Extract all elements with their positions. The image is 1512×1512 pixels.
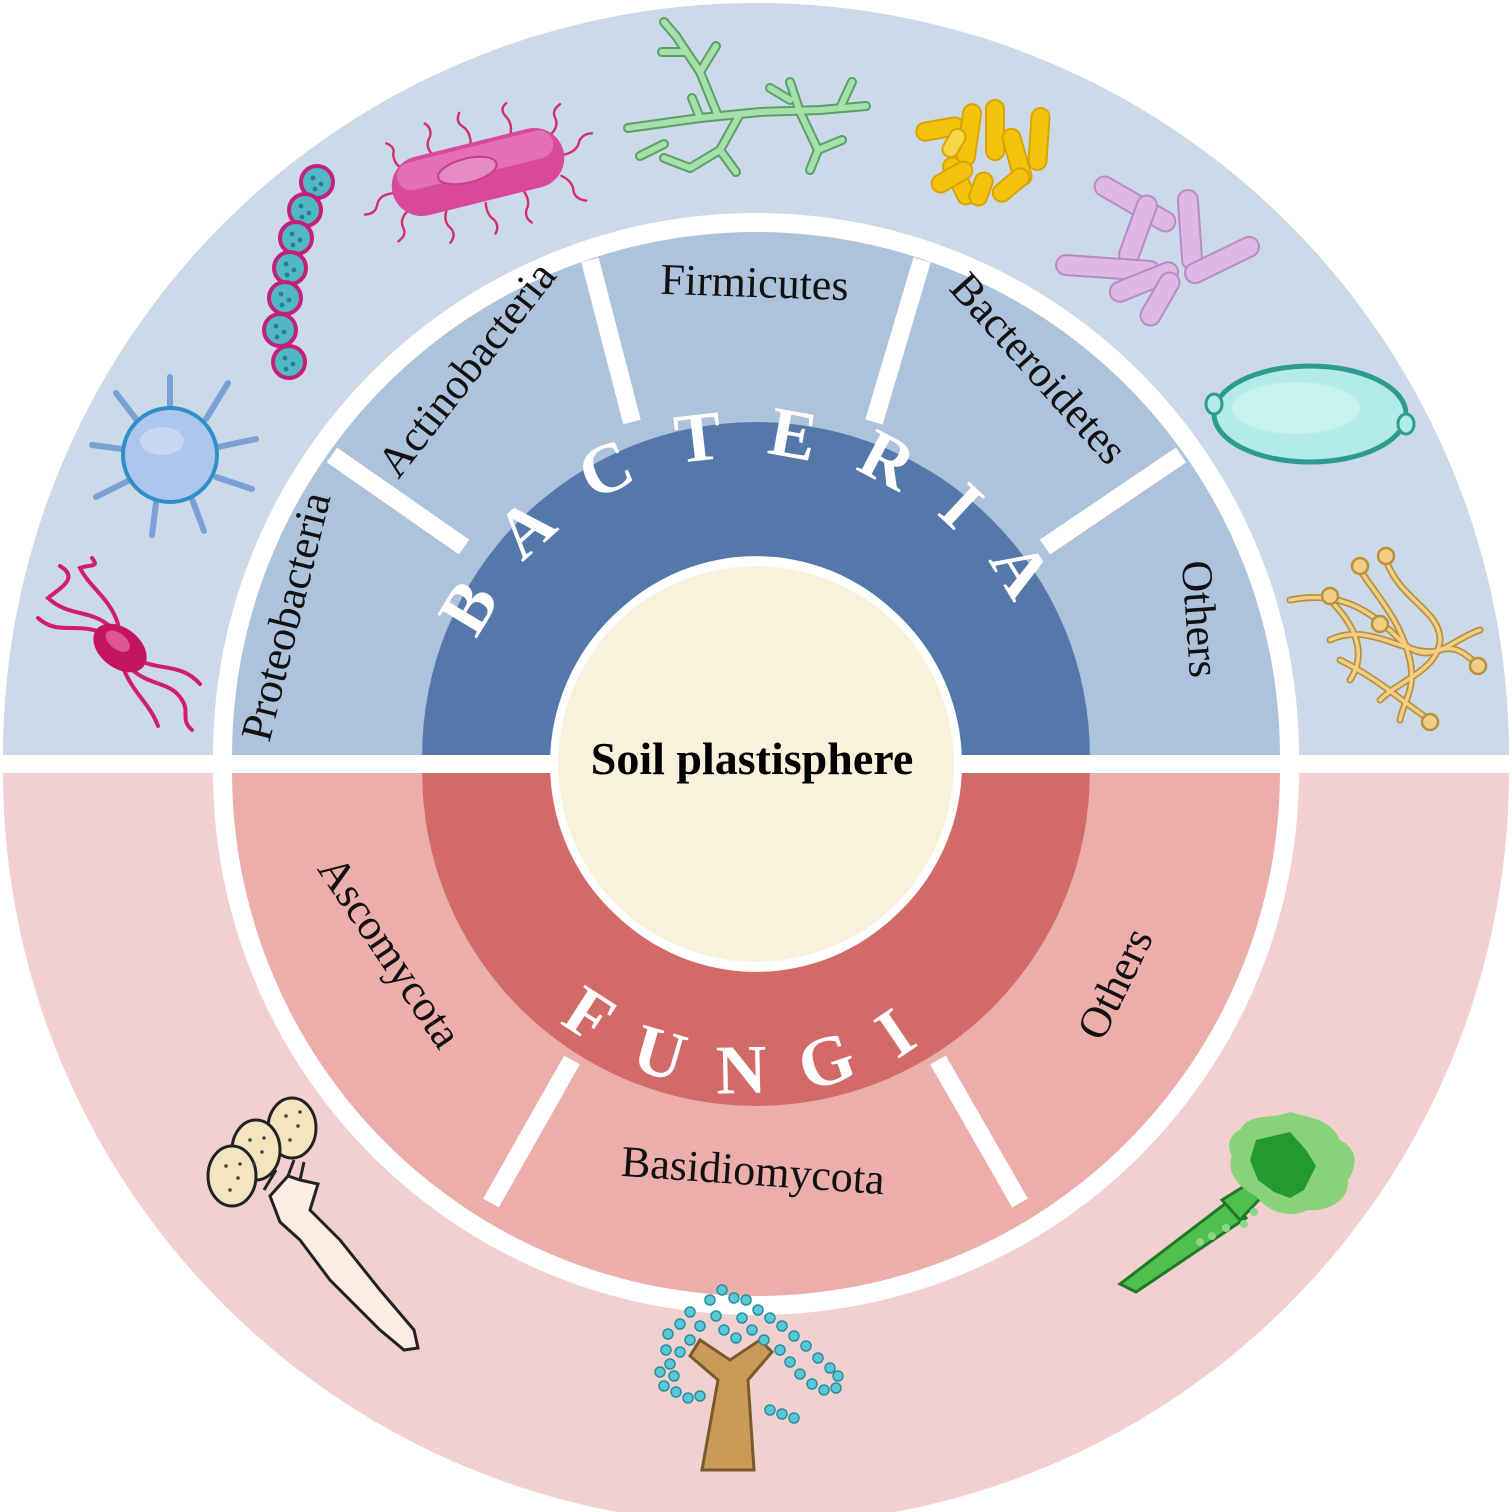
bacillus-icon: [363, 101, 594, 245]
bacteria-phyla-ring: [232, 232, 1280, 756]
spirillum-icon: [36, 556, 202, 732]
fungi-phyla-ring: [232, 772, 1280, 1296]
phylum-bacteria-others: Others: [1172, 559, 1229, 679]
ascus-icon: [206, 1096, 420, 1352]
fungi-inner-ring: [422, 772, 1090, 1106]
diplococcus-icon: [1204, 363, 1416, 465]
streptococcus-icon: [262, 164, 335, 380]
yellow-rods-icon: [915, 99, 1051, 207]
purple-rods-icon: [1055, 175, 1260, 327]
coccus-icon: [89, 374, 259, 538]
bacteria-inner-ring: [422, 422, 1090, 756]
center-label: Soil plastisphere: [591, 733, 914, 784]
actinomycete-icon: [623, 17, 871, 177]
phylum-firmicutes: Firmicutes: [660, 255, 850, 311]
aspergillus-icon: [1117, 1112, 1355, 1294]
penicillium-icon: [654, 1284, 844, 1472]
streptococcus-dots: [273, 175, 324, 372]
filament-icon: [1286, 546, 1488, 732]
center-circle: [558, 566, 954, 962]
